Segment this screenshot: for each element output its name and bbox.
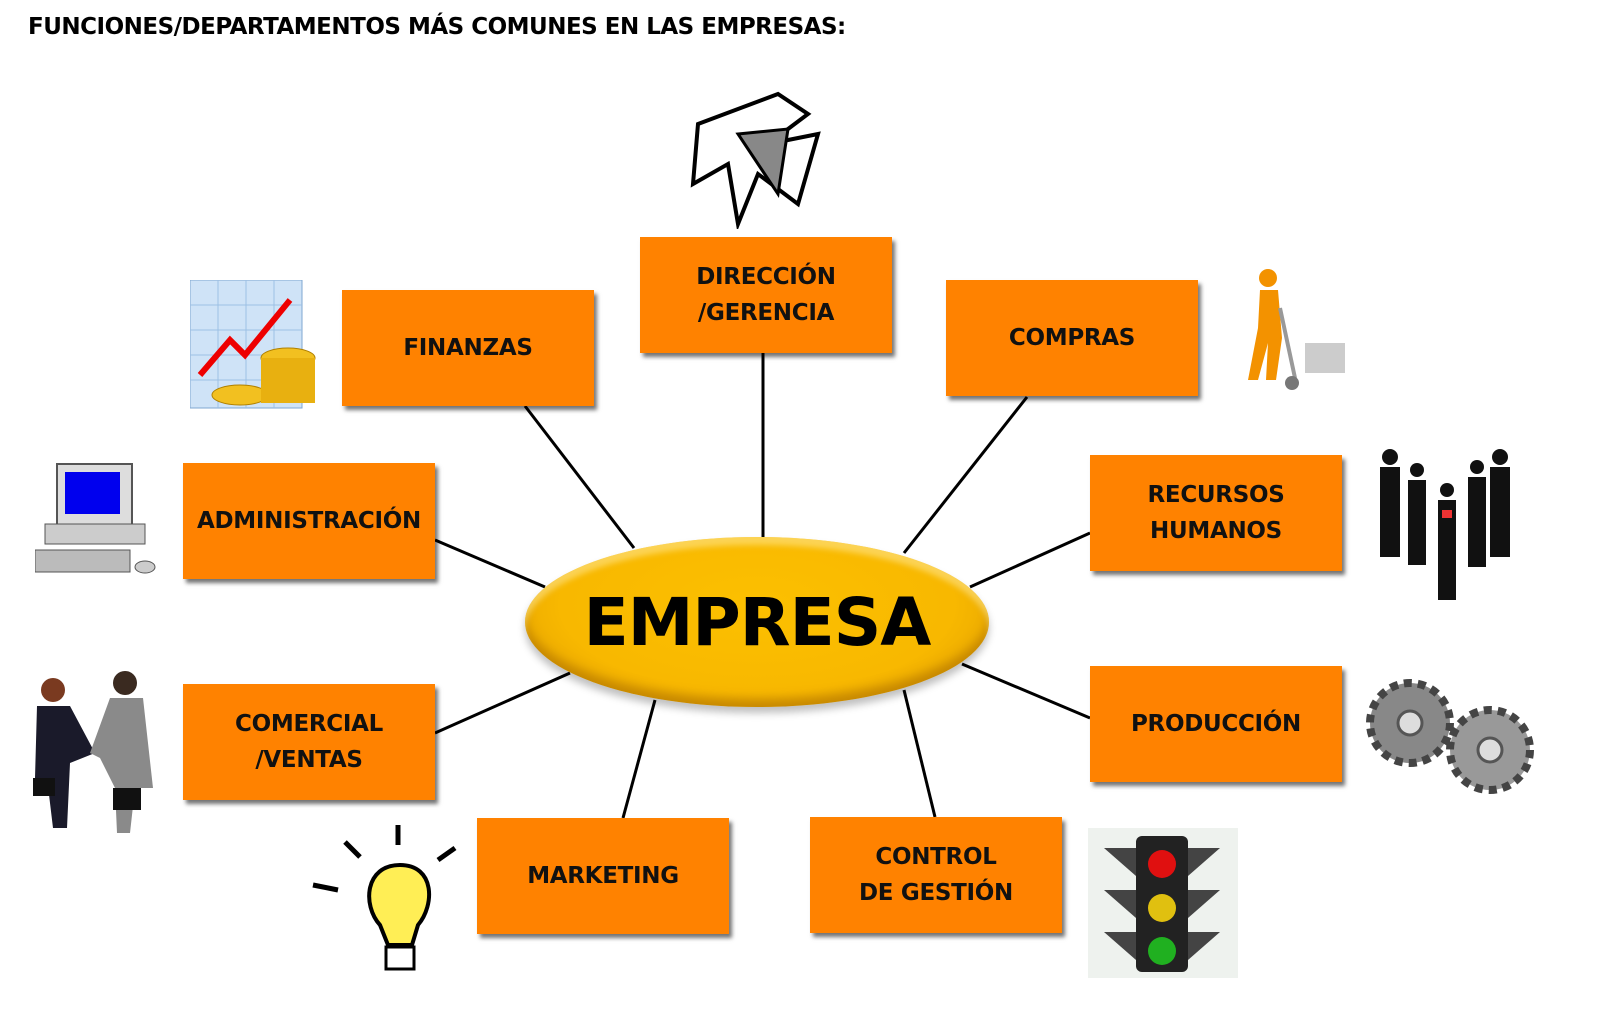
line-rrhh	[969, 531, 1091, 589]
box-comercial: COMERCIAL /VENTAS	[183, 684, 435, 800]
box-finanzas: FINANZAS	[342, 290, 594, 406]
box-marketing: MARKETING	[477, 818, 729, 934]
arrows-icon	[690, 91, 821, 229]
line-finanzas	[523, 405, 636, 549]
line-produccion	[961, 662, 1091, 720]
box-produccion: PRODUCCIÓN	[1090, 666, 1342, 782]
lightbulb-icon	[312, 825, 457, 971]
box-recursos-humanos: RECURSOS HUMANOS	[1090, 455, 1342, 571]
box-compras: COMPRAS	[946, 280, 1198, 396]
line-comercial	[434, 671, 571, 735]
page-title: FUNCIONES/DEPARTAMENTOS MÁS COMUNES EN L…	[28, 14, 846, 40]
box-control: CONTROL DE GESTIÓN	[810, 817, 1062, 933]
gears-icon	[1366, 679, 1534, 794]
line-compras	[902, 396, 1029, 554]
line-administracion	[434, 538, 546, 589]
traffic-light-icon	[1088, 828, 1238, 978]
box-administracion: ADMINISTRACIÓN	[183, 463, 435, 579]
box-direccion: DIRECCIÓN /GERENCIA	[640, 237, 892, 353]
people-silhouettes-icon	[1380, 449, 1510, 600]
delivery-person-icon	[1248, 269, 1345, 390]
line-marketing	[621, 699, 657, 819]
center-empresa: EMPRESA	[525, 537, 989, 707]
finance-chart-icon	[190, 280, 316, 409]
handshake-icon	[33, 671, 153, 833]
computer-icon	[35, 463, 156, 574]
line-control	[902, 689, 937, 818]
